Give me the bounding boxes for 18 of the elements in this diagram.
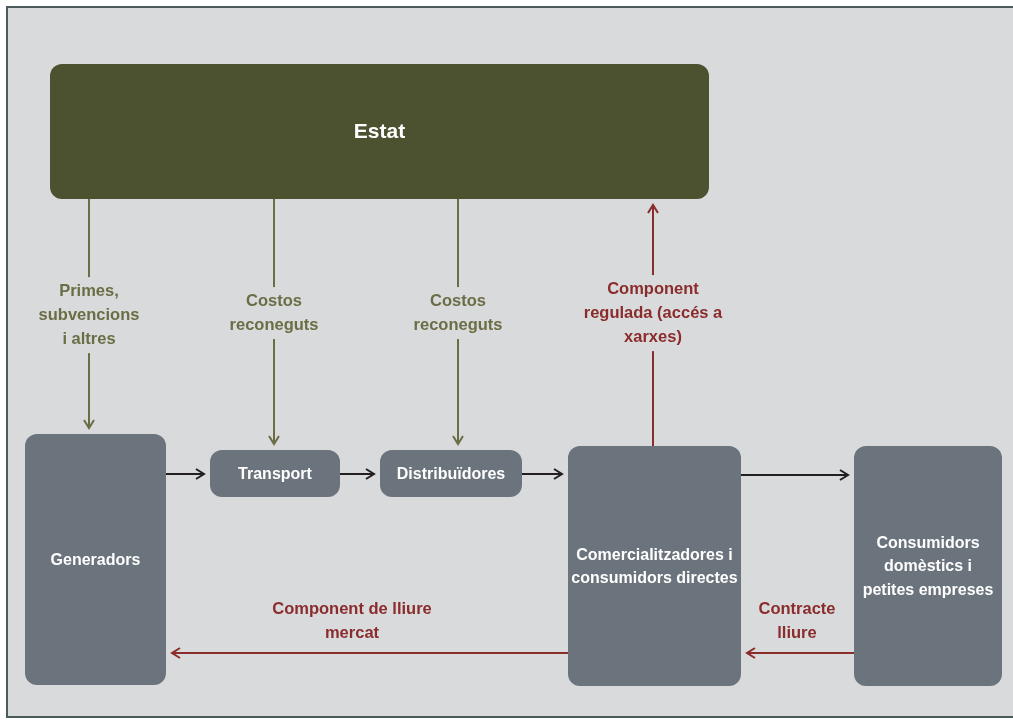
node-label: Consumidors domèstics i petites empreses xyxy=(861,533,995,600)
node-label: Generadors xyxy=(50,549,141,570)
process-box xyxy=(25,434,166,685)
arrow xyxy=(339,468,375,480)
node-label: Distribuïdores xyxy=(396,463,506,484)
process-box xyxy=(380,450,522,497)
process-box xyxy=(210,450,340,497)
node-label: Estat xyxy=(353,118,406,144)
arrow xyxy=(740,469,849,481)
node-label: Transport xyxy=(238,463,312,484)
process-box xyxy=(568,446,741,686)
arrow xyxy=(171,647,569,659)
header-box xyxy=(50,64,709,199)
arrow xyxy=(521,468,563,480)
node-label: Comercialitzadores i consumidors directes xyxy=(570,544,739,588)
process-box xyxy=(854,446,1002,686)
arrow xyxy=(746,647,855,659)
arrow xyxy=(165,468,205,480)
